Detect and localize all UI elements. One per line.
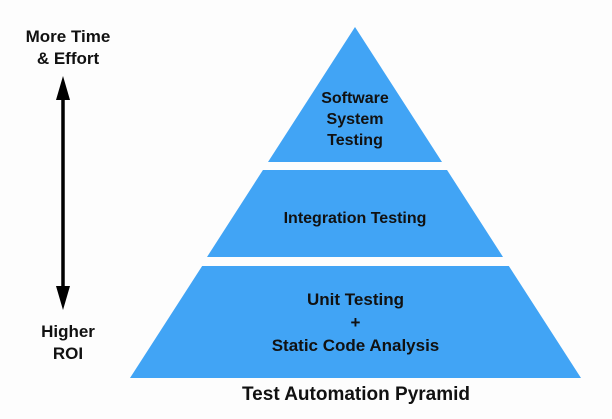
more-time-effort-label-line2: & Effort <box>36 49 100 68</box>
tier-label-line: System <box>326 111 384 128</box>
higher-roi-label-line1: Higher <box>41 322 95 341</box>
tier-label-line: Testing <box>327 132 383 149</box>
tier-label-line: Software <box>321 90 389 107</box>
diagram-caption: Test Automation Pyramid <box>241 384 471 405</box>
pyramid-tier-software-system-testing: Software System Testing <box>268 27 442 162</box>
tier-label-line: Static Code Analysis <box>271 335 440 355</box>
more-time-effort-label: More Time & Effort <box>6 26 130 70</box>
tier-label-line: Integration Testing <box>283 210 427 227</box>
more-time-effort-label-line1: More Time <box>25 27 111 46</box>
pyramid-tier-unit-testing-static-code-analysis: Unit Testing + Static Code Analysis <box>130 266 581 378</box>
tier-label-line: + <box>350 312 361 332</box>
higher-roi-label: Higher ROI <box>6 321 130 365</box>
tier-label-line: Unit Testing <box>307 289 404 309</box>
pyramid-tier-integration-testing: Integration Testing <box>207 170 503 257</box>
time-effort-roi-arrow-icon <box>50 72 76 314</box>
higher-roi-label-line2: ROI <box>52 344 84 363</box>
